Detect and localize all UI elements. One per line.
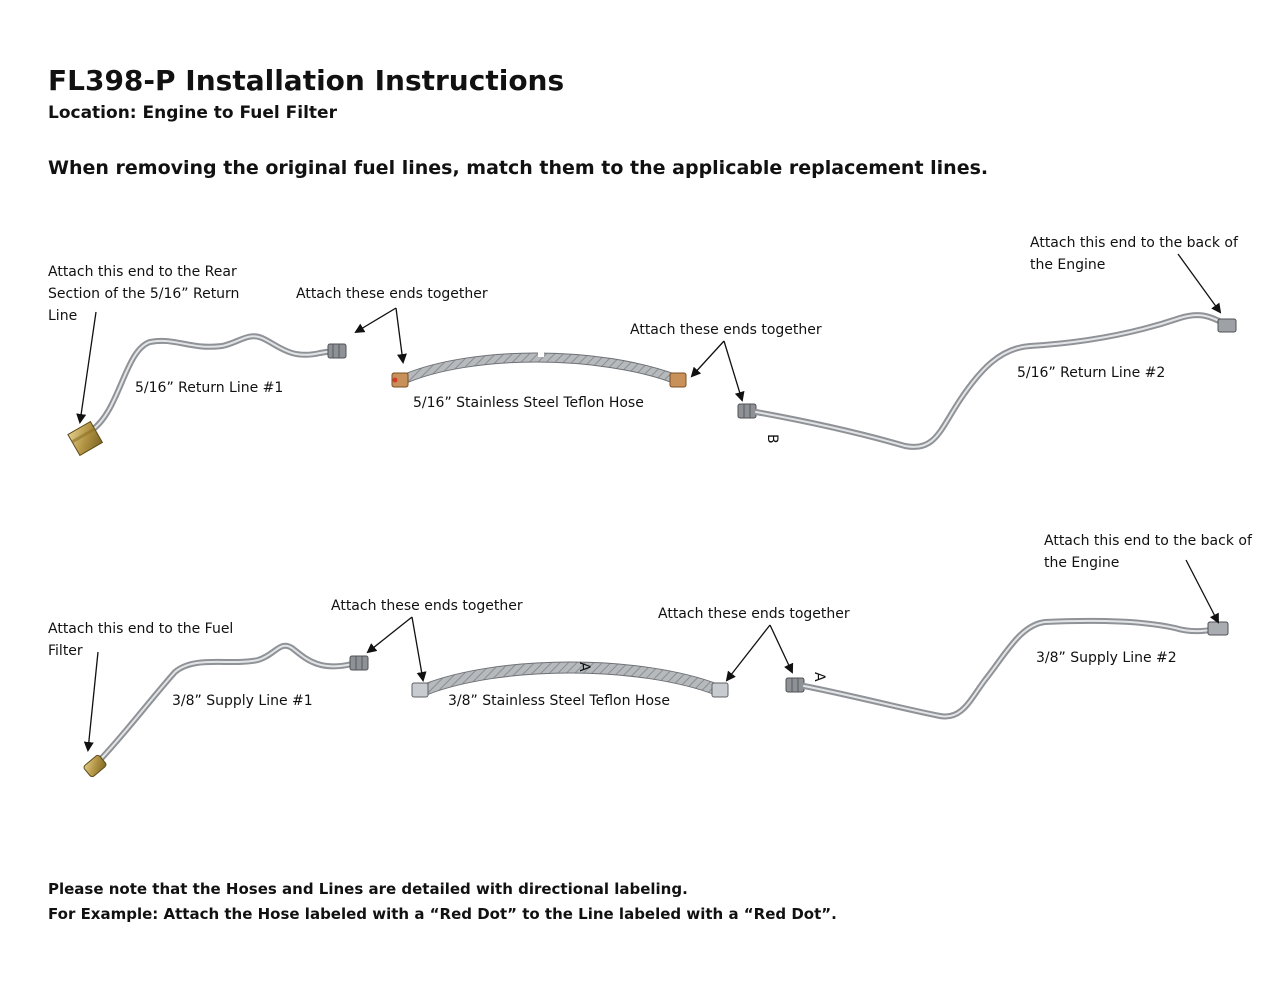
supply-join2-arrow-a xyxy=(725,624,771,682)
page-title: FL398-P Installation Instructions xyxy=(48,64,565,97)
supply-section: Attach this end to the Fuel Filter Attac… xyxy=(48,533,1253,778)
return-engine-callout-line-2: the Engine xyxy=(1030,257,1105,273)
supply-line1-nut xyxy=(349,655,369,671)
rear-callout-line-2: Section of the 5/16” Return xyxy=(48,286,239,302)
supply-engine-arrow xyxy=(1185,559,1219,624)
return-join2-callout: Attach these ends together xyxy=(630,322,822,338)
supply-line1-filter-fitting xyxy=(83,754,107,778)
return-line-2 xyxy=(753,312,1228,450)
filter-callout-line-2: Filter xyxy=(48,643,83,659)
rear-callout-line-3: Line xyxy=(48,308,77,324)
return-line1-nut xyxy=(327,343,347,359)
filter-callout-line-1: Attach this end to the Fuel xyxy=(48,621,233,637)
return-join1-arrow-b xyxy=(395,307,407,364)
return-line1-label: 5/16” Return Line #1 xyxy=(135,380,283,396)
supply-hose-fitting-right xyxy=(711,682,729,698)
note-directional-labeling: Please note that the Hoses and Lines are… xyxy=(48,880,688,898)
supply-hose-fitting-left xyxy=(411,682,429,698)
supply-line-2 xyxy=(801,617,1228,720)
return-line1-brass-fitting xyxy=(67,420,104,457)
supply-line2-mark: A xyxy=(811,672,827,682)
supply-engine-callout-line-2: the Engine xyxy=(1044,555,1119,571)
return-hose-fitting-right xyxy=(669,372,687,388)
return-engine-callout-line-1: Attach this end to the back of xyxy=(1030,235,1239,251)
return-line-1-highlight xyxy=(91,335,333,431)
main-instruction: When removing the original fuel lines, m… xyxy=(48,157,989,179)
return-join2-arrow-b xyxy=(723,340,745,402)
supply-join1-callout: Attach these ends together xyxy=(331,598,523,614)
rear-callout-line-1: Attach this end to the Rear xyxy=(48,264,237,280)
return-hose-label: 5/16” Stainless Steel Teflon Hose xyxy=(413,395,644,411)
supply-line1-label: 3/8” Supply Line #1 xyxy=(172,693,313,709)
supply-hose-mark: A xyxy=(576,662,592,672)
supply-join1-arrow-a xyxy=(366,616,413,654)
return-line2-mark: B xyxy=(764,434,780,444)
return-join1-arrow-a xyxy=(354,307,397,334)
return-line2-engine-fitting xyxy=(1217,318,1237,333)
return-line2-nut xyxy=(737,403,757,419)
supply-join2-callout: Attach these ends together xyxy=(658,606,850,622)
supply-line2-label: 3/8” Supply Line #2 xyxy=(1036,650,1177,666)
return-hose-red-dot xyxy=(392,377,398,383)
return-line-2-highlight xyxy=(755,314,1226,448)
supply-join2-arrow-b xyxy=(769,624,794,674)
return-hose xyxy=(397,347,683,385)
note-red-dot-example: For Example: Attach the Hose labeled wit… xyxy=(48,905,837,923)
supply-join1-arrow-b xyxy=(411,616,427,682)
supply-hose xyxy=(418,661,724,696)
rear-callout-arrow xyxy=(76,311,97,424)
return-join2-arrow-a xyxy=(690,340,725,378)
supply-line-1-highlight xyxy=(95,644,353,765)
return-hose-fitting-left xyxy=(391,372,409,388)
supply-line2-engine-fitting xyxy=(1207,621,1229,636)
supply-hose-label: 3/8” Stainless Steel Teflon Hose xyxy=(448,693,670,709)
location-subtitle: Location: Engine to Fuel Filter xyxy=(48,103,337,123)
return-engine-arrow xyxy=(1177,253,1222,314)
filter-callout-arrow xyxy=(83,651,99,752)
return-join1-callout: Attach these ends together xyxy=(296,286,488,302)
supply-line-2-highlight xyxy=(803,619,1226,718)
supply-line2-nut xyxy=(785,677,805,693)
supply-engine-callout-line-1: Attach this end to the back of xyxy=(1044,533,1253,549)
return-line2-label: 5/16” Return Line #2 xyxy=(1017,365,1165,381)
return-section: Attach this end to the Rear Section of t… xyxy=(48,235,1239,457)
